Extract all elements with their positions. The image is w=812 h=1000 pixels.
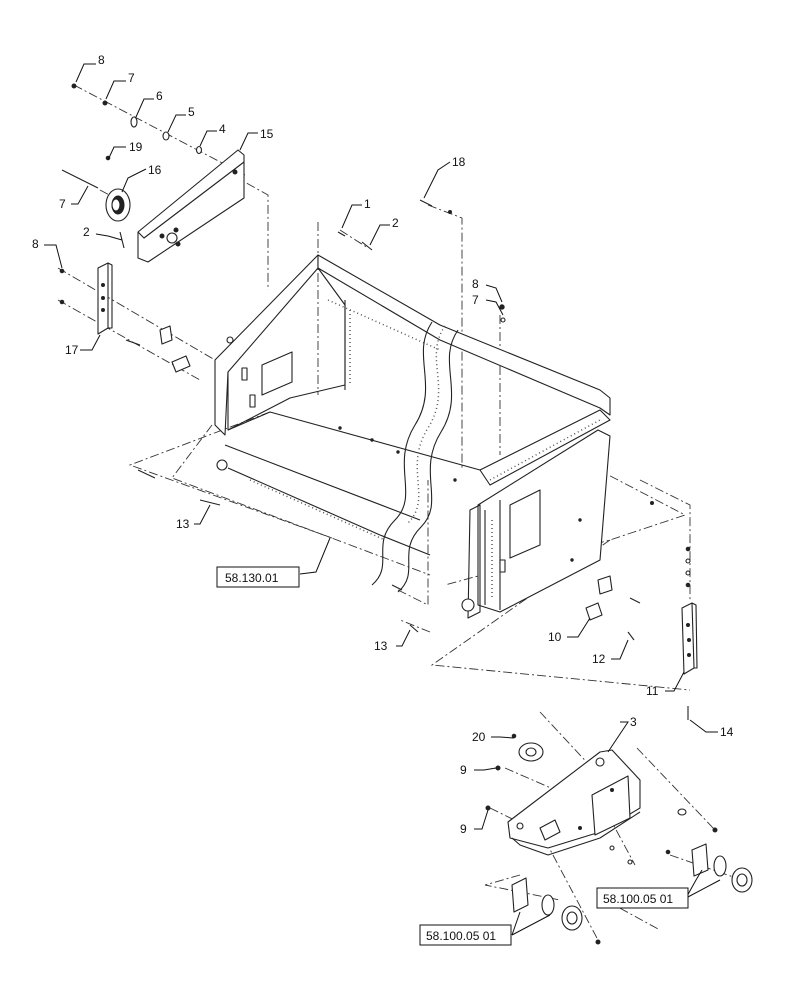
callout-11: 11 xyxy=(646,684,659,698)
callout-2-left: 2 xyxy=(83,225,90,239)
callout-3: 3 xyxy=(630,715,637,729)
callout-2-mid: 2 xyxy=(392,216,399,230)
callout-18: 18 xyxy=(452,155,466,169)
reference-bearing-right-label: 58.100.05 01 xyxy=(603,892,673,906)
callout-8-right: 8 xyxy=(472,277,479,291)
callout-17: 17 xyxy=(65,343,79,357)
callout-7-top: 7 xyxy=(128,71,135,85)
hopper-housing xyxy=(214,254,611,619)
small-blocks xyxy=(159,325,613,621)
callout-16: 16 xyxy=(148,163,162,177)
callout-13-left: 13 xyxy=(176,517,190,531)
callout-12: 12 xyxy=(592,652,606,666)
callout-13-bottom: 13 xyxy=(374,639,388,653)
callout-15: 15 xyxy=(260,127,274,141)
callout-8-top: 8 xyxy=(98,53,105,67)
callout-10: 10 xyxy=(548,630,562,644)
callout-7-left: 7 xyxy=(59,197,66,211)
callout-19: 19 xyxy=(129,140,143,154)
callout-14: 14 xyxy=(720,725,734,739)
plate-15 xyxy=(137,149,245,263)
callout-6: 6 xyxy=(156,89,163,103)
callout-5: 5 xyxy=(188,105,195,119)
callout-1: 1 xyxy=(364,197,371,211)
reference-bearing-left-label: 58.100.05 01 xyxy=(426,929,496,943)
round-cover-20 xyxy=(518,742,544,762)
callout-numbers: 8 7 6 5 4 15 19 16 7 2 8 17 1 2 18 8 7 1… xyxy=(32,53,734,836)
callout-9-lower: 9 xyxy=(460,822,467,836)
reference-hopper-label: 58.130.01 xyxy=(225,571,279,585)
callout-20: 20 xyxy=(472,730,486,744)
callout-7-right: 7 xyxy=(472,293,479,307)
callout-9-upper: 9 xyxy=(460,763,467,777)
leader-lines xyxy=(44,63,721,936)
bearing-assembly-left xyxy=(511,877,583,931)
bearing-assembly-right xyxy=(691,843,753,893)
reference-hopper[interactable]: 58.130.01 xyxy=(216,566,300,588)
callout-4: 4 xyxy=(219,122,226,136)
bracket-11 xyxy=(681,602,698,675)
break-band xyxy=(371,321,459,593)
side-plate-3 xyxy=(507,749,641,856)
callout-8-left: 8 xyxy=(32,237,39,251)
reference-bearing-right[interactable]: 58.100.05 01 xyxy=(596,887,689,909)
bracket-17 xyxy=(97,262,113,335)
reference-bearing-left[interactable]: 58.100.05 01 xyxy=(419,924,512,946)
bearing-flange-16 xyxy=(105,188,131,222)
